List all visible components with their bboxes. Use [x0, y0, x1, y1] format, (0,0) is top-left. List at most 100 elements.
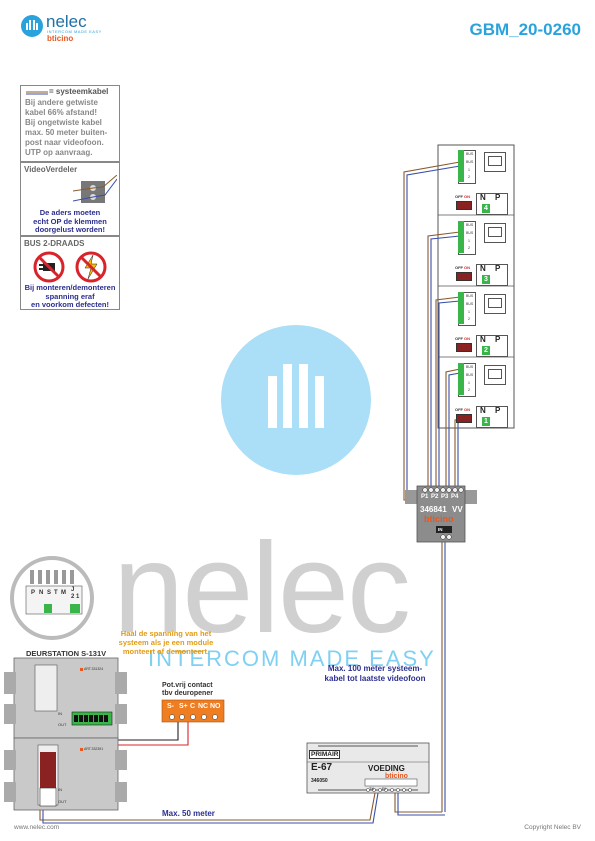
- max-100-note-line: Max. 100 meter systeem-: [327, 664, 423, 673]
- no-plug-warning-icon: [33, 251, 107, 283]
- distributor-vv: VV: [452, 505, 463, 514]
- door-in-label: IN: [58, 711, 62, 716]
- monitor-number-badge: 2: [482, 346, 490, 355]
- door-terminal-label: M: [61, 590, 66, 596]
- monitor-terminal-label: BUS: [466, 160, 474, 164]
- door-terminal-label: 1: [76, 594, 80, 600]
- vv-note-title: VideoVerdeler: [24, 165, 78, 174]
- relay-terminal-label: S+: [179, 703, 188, 710]
- max-100-note-line: kabel tot laatste videofoon: [324, 674, 426, 683]
- monitor-screen-icon: [484, 365, 506, 385]
- monitor-n-label: N: [480, 193, 486, 202]
- relay-terminal-label: NO: [210, 703, 221, 710]
- door-in-label: IN: [58, 787, 62, 792]
- monitor-n-label: N: [480, 335, 486, 344]
- door-station-title: DEURSTATION S-131V: [26, 649, 107, 658]
- monitor-terminal-label: 1: [468, 168, 470, 172]
- door-terminal-label: 2: [71, 594, 75, 600]
- door-terminal-label: T: [54, 590, 58, 596]
- monitor-switch-off: OFF: [455, 336, 463, 341]
- monitor-terminal-strip: [458, 221, 464, 253]
- monitor-terminal-label: 2: [468, 317, 470, 321]
- cable-note-title: = systeemkabel: [49, 87, 109, 96]
- monitor-switch-off: OFF: [455, 194, 463, 199]
- power-supply-pi: PI: [382, 786, 386, 791]
- monitor-switch: [456, 201, 472, 210]
- footer-website: www.nelec.com: [14, 824, 60, 831]
- brand-name: nelec: [46, 12, 87, 31]
- primary-label: PRIMAIR: [309, 750, 341, 759]
- module-code: ART.332391: [84, 747, 104, 751]
- distributor-port-label: P4: [451, 494, 459, 500]
- monitor-terminal-strip: [458, 150, 464, 182]
- cable-note-line: Bij andere getwiste: [25, 98, 98, 107]
- cable-note-line: UTP op aanvraag.: [25, 148, 93, 157]
- monitor-terminal-label: BUS: [466, 294, 474, 298]
- video-distributor-terminal-icon: [73, 175, 117, 203]
- bus-note-box: BUS 2-DRAADS Bij monteren/demonteren spa…: [20, 236, 120, 310]
- cable-note-line: Bij ongetwiste kabel: [25, 118, 102, 127]
- power-supply-model: E-67: [311, 762, 333, 773]
- monitor-p-label: P: [495, 193, 501, 202]
- cable-note-box: = systeemkabel Bij andere getwiste kabel…: [20, 85, 120, 162]
- monitor-terminal-label: 1: [468, 310, 470, 314]
- module-code: ART.331324: [84, 667, 104, 671]
- monitor-terminal-strip: [458, 363, 464, 395]
- monitor-screen-icon: [484, 294, 506, 314]
- monitor-terminal-label: 2: [468, 246, 470, 250]
- bus-note-line: en voorkom defecten!: [31, 300, 109, 309]
- door-out-label: OUT: [58, 799, 67, 804]
- monitor-screen-icon: [484, 152, 506, 172]
- power-supply-brand: bticino: [385, 773, 408, 780]
- door-out-label: OUT: [58, 722, 67, 727]
- cable-note-line: max. 50 meter buiten-: [25, 128, 108, 137]
- monitor-switch-on: ON: [464, 336, 470, 341]
- spanning-warning-line: monteert of demonteert.: [122, 647, 210, 656]
- distributor-code: 346841: [420, 505, 447, 514]
- monitor-number-badge: 1: [482, 417, 490, 426]
- relay-terminal-label: C: [190, 703, 196, 710]
- monitor-n-label: N: [480, 264, 486, 273]
- system-cable-legend-icon: [26, 91, 48, 95]
- monitor-terminal-label: 2: [468, 388, 470, 392]
- watermark-text: nelec: [113, 517, 411, 660]
- distributor-in-label: IN: [438, 527, 443, 532]
- vv-note-box: VideoVerdeler De aders moeten echt OP de…: [20, 162, 120, 236]
- relay-terminal-label: NC: [198, 703, 209, 710]
- max-50-note: Max. 50 meter: [162, 809, 215, 818]
- monitor-terminal-label: BUS: [466, 365, 474, 369]
- monitor-terminal-label: 1: [468, 239, 470, 243]
- distributor-port-label: P2: [431, 494, 439, 500]
- monitor-terminal-label: BUS: [466, 231, 474, 235]
- door-terminal-label: N: [39, 590, 44, 596]
- power-supply-tk: TK: [369, 786, 375, 791]
- bus-note-line: Bij monteren/demonteren: [24, 283, 116, 292]
- spanning-warning-line: systeem als je een module: [118, 638, 214, 647]
- monitor-p-label: P: [495, 406, 501, 415]
- monitor-number-badge: 3: [482, 275, 490, 284]
- monitor-terminal-label: 2: [468, 175, 470, 179]
- relay-terminal-label: S-: [167, 703, 174, 710]
- monitor-number-badge: 4: [482, 204, 490, 213]
- monitor-switch-off: OFF: [455, 407, 463, 412]
- brand-tagline: INTERCOM MADE EASY: [47, 29, 102, 34]
- footer-copyright: Copyright Nelec BV: [524, 824, 581, 831]
- door-terminal-label: P: [31, 590, 36, 596]
- vv-note-line: De aders moeten: [39, 208, 101, 217]
- monitor-terminal-label: BUS: [466, 302, 474, 306]
- watermark-subtext: INTERCOM MADE EASY: [148, 646, 436, 671]
- bus-note-title: BUS 2-DRAADS: [24, 239, 85, 248]
- monitor-switch: [456, 343, 472, 352]
- monitor-switch-on: ON: [464, 265, 470, 270]
- monitor-switch: [456, 272, 472, 281]
- brand-sub: bticino: [47, 34, 74, 43]
- bus-note-line: spanning eraf: [45, 291, 95, 301]
- power-supply-label: VOEDING: [368, 764, 405, 773]
- distributor-port-label: P1: [421, 494, 429, 500]
- monitor-terminal-label: BUS: [466, 223, 474, 227]
